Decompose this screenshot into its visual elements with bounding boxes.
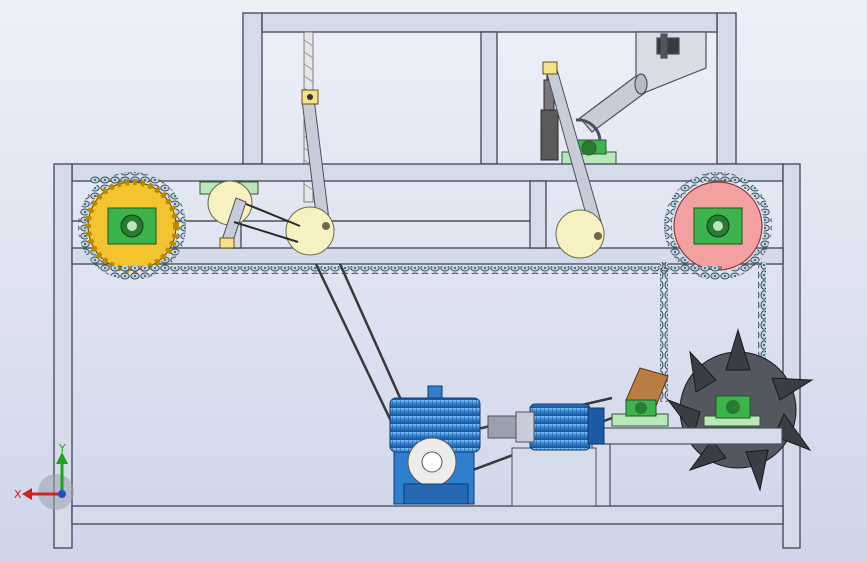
right-arm-assembly xyxy=(542,61,605,259)
hopper-chute xyxy=(575,31,707,141)
vertical-chains xyxy=(660,262,766,402)
center-arm-assembly xyxy=(233,89,335,256)
right-sprocket xyxy=(664,172,772,280)
main-frame xyxy=(53,163,801,549)
left-sprocket xyxy=(78,172,186,280)
left-arm-assembly xyxy=(199,180,259,249)
coordinate-triad-icon: Y X xyxy=(14,442,74,510)
tan-bracket xyxy=(611,367,669,427)
upper-frame xyxy=(242,12,737,165)
horizontal-chain xyxy=(90,176,722,274)
axis-x-label: X xyxy=(14,488,22,501)
axis-y-label: Y xyxy=(58,442,66,455)
electric-motor xyxy=(487,403,605,507)
gear-reducer xyxy=(389,385,481,505)
star-wheel-bearing xyxy=(703,395,761,427)
